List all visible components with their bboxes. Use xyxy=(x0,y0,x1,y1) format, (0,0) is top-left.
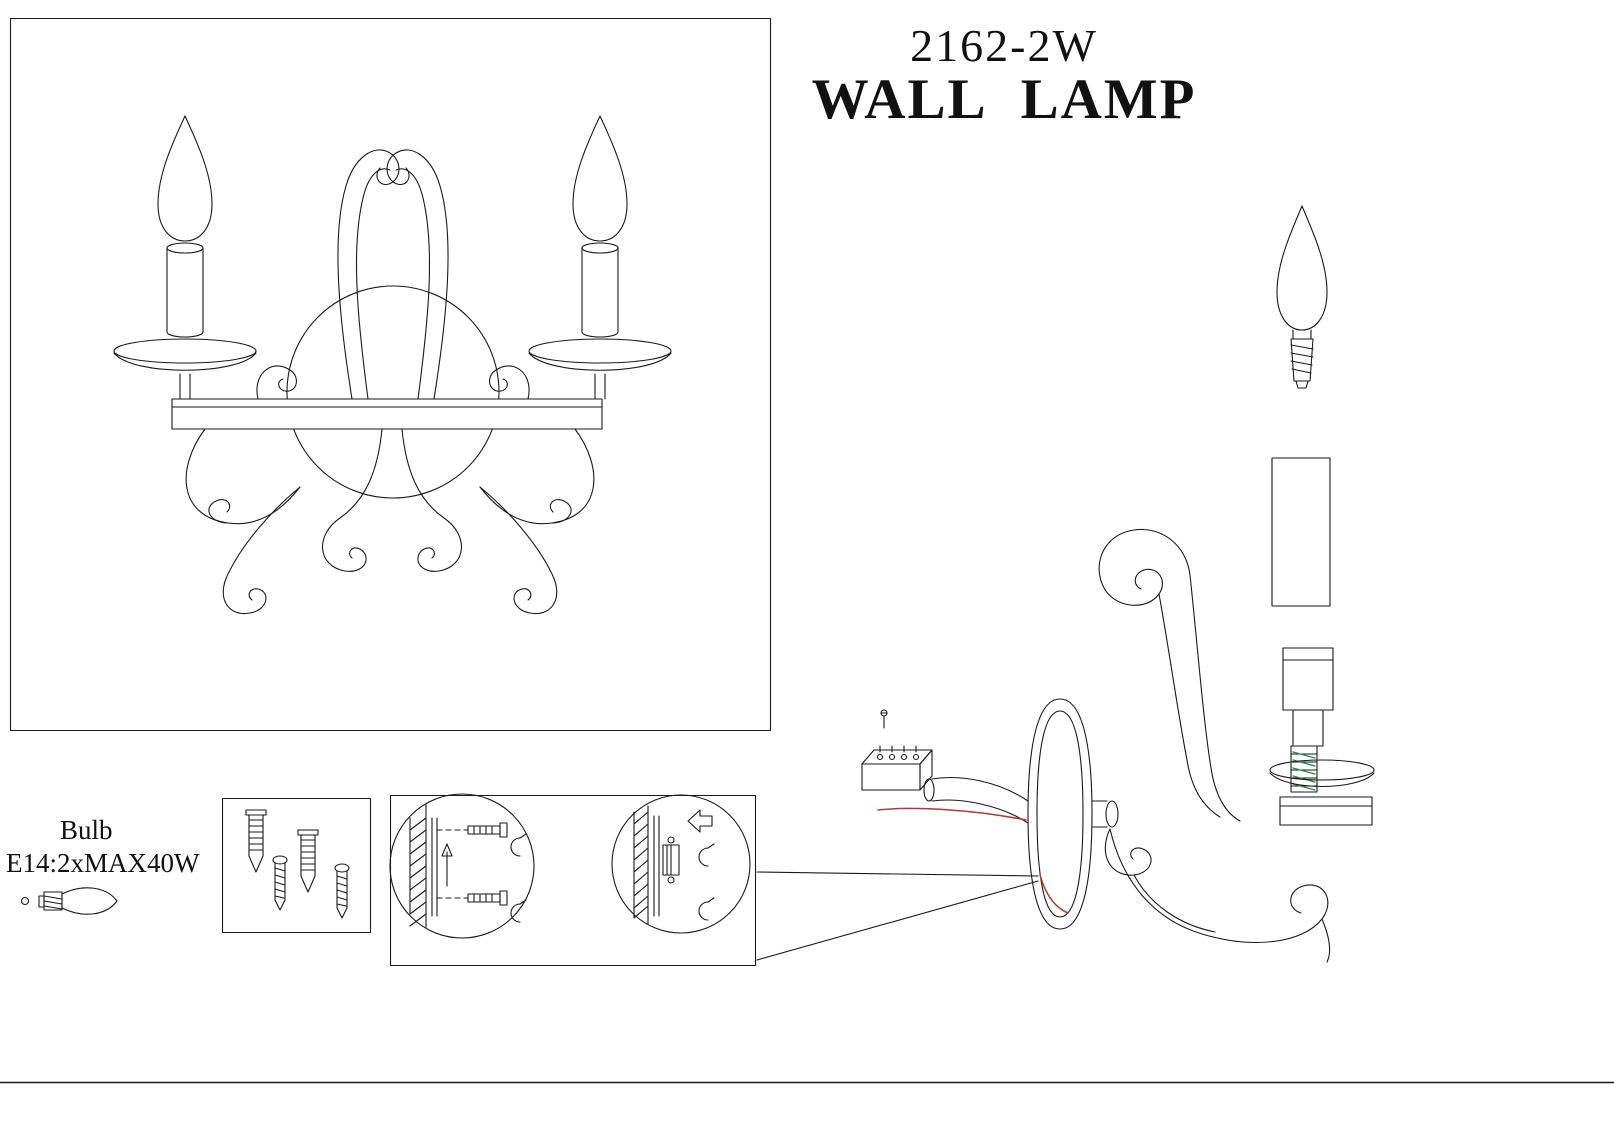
product-name: WALL LAMP xyxy=(811,68,1197,132)
callout-wedge xyxy=(756,871,1039,961)
mounting-screw-top xyxy=(436,822,508,838)
terminal-block xyxy=(861,709,933,791)
bulb-label: Bulb xyxy=(60,815,113,845)
screw-1 xyxy=(272,855,288,911)
mounting-bar xyxy=(171,398,603,430)
hardware-figure xyxy=(221,797,372,934)
front-view-frame xyxy=(9,17,772,732)
up-arrow-icon xyxy=(441,843,453,887)
wire-red-tail xyxy=(1039,874,1069,914)
detail-circle-right xyxy=(611,794,751,934)
hook-clip-icon xyxy=(510,833,527,923)
hardware-frame xyxy=(221,797,372,934)
lower-scrollwork xyxy=(185,428,595,615)
bulb-spec: E14:2xMAX40W xyxy=(6,848,200,878)
center-scroll-ornament xyxy=(256,149,530,400)
exploded-view-figure xyxy=(861,205,1375,963)
backplate-circle xyxy=(286,285,500,499)
mounting-detail-frame xyxy=(389,794,757,967)
e14-candle-bulb-icon xyxy=(20,887,118,915)
screw-2 xyxy=(334,863,350,919)
mounting-detail-figure xyxy=(389,793,1039,967)
wall-plug-1 xyxy=(245,809,267,873)
candle-bulb-right xyxy=(528,115,672,400)
model-number: 2162-2W xyxy=(910,20,1098,71)
wire-red xyxy=(877,807,1027,821)
arm-bracket-slab xyxy=(1279,796,1373,826)
candle-sleeve xyxy=(1271,457,1331,607)
supply-arm xyxy=(877,777,1069,914)
terminal-screw xyxy=(880,709,888,729)
wall-plug-2 xyxy=(297,829,319,893)
lamp-socket xyxy=(1282,647,1334,793)
mounting-screw-bottom xyxy=(436,890,508,906)
lower-scroll-arm xyxy=(1104,828,1331,963)
front-view-figure xyxy=(9,17,772,732)
candle-bulb-left xyxy=(113,115,257,400)
left-arrow-icon xyxy=(687,809,713,833)
wall-backplate xyxy=(1027,698,1119,930)
drip-pan xyxy=(1269,759,1375,787)
upper-scroll-arm xyxy=(1098,528,1241,822)
title-block: 2162-2W WALL LAMP xyxy=(808,20,1200,132)
detail-circle-left xyxy=(389,793,535,939)
exploded-candle-bulb xyxy=(1276,205,1328,389)
hook-clip-icon-right xyxy=(698,843,715,921)
